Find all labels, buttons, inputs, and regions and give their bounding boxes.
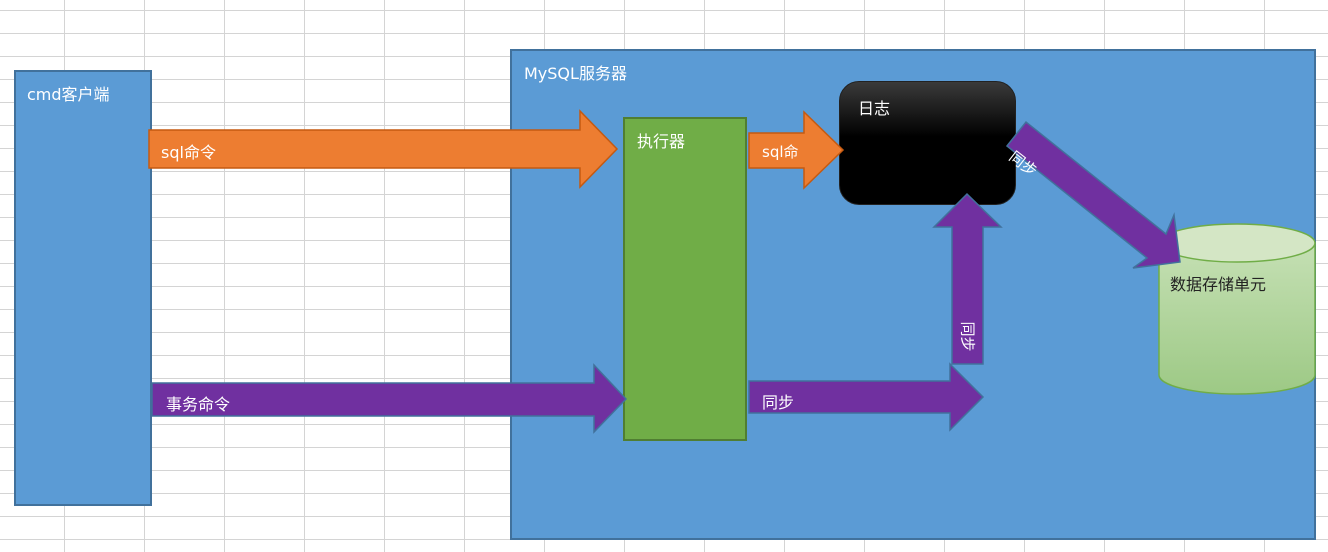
cmd-client-label: cmd客户端 (27, 85, 110, 104)
sync-right-label: 同步 (762, 393, 795, 412)
cmd-client-box: cmd客户端 (14, 70, 152, 506)
executor-box: 执行器 (623, 117, 747, 441)
sync-right-arrow (748, 362, 985, 432)
data-storage-cylinder (1158, 223, 1316, 395)
mysql-server-label: MySQL服务器 (524, 64, 627, 83)
data-storage-label: 数据存储单元 (1170, 275, 1267, 294)
executor-label: 执行器 (637, 132, 686, 151)
transaction-command-label: 事务命令 (166, 395, 231, 414)
log-label: 日志 (858, 99, 891, 118)
sql-to-log-arrow (748, 110, 845, 190)
sync-up-label: 同步 (958, 321, 977, 352)
log-box: 日志 (839, 81, 1016, 205)
sync-up-arrow (932, 192, 1003, 365)
sql-command-label: sql命令 (161, 143, 216, 162)
sql-command-arrow (148, 109, 619, 189)
sql-to-log-label: sql命 (762, 143, 799, 161)
sync-diagonal-arrow (1005, 120, 1181, 269)
transaction-command-arrow (151, 363, 628, 434)
